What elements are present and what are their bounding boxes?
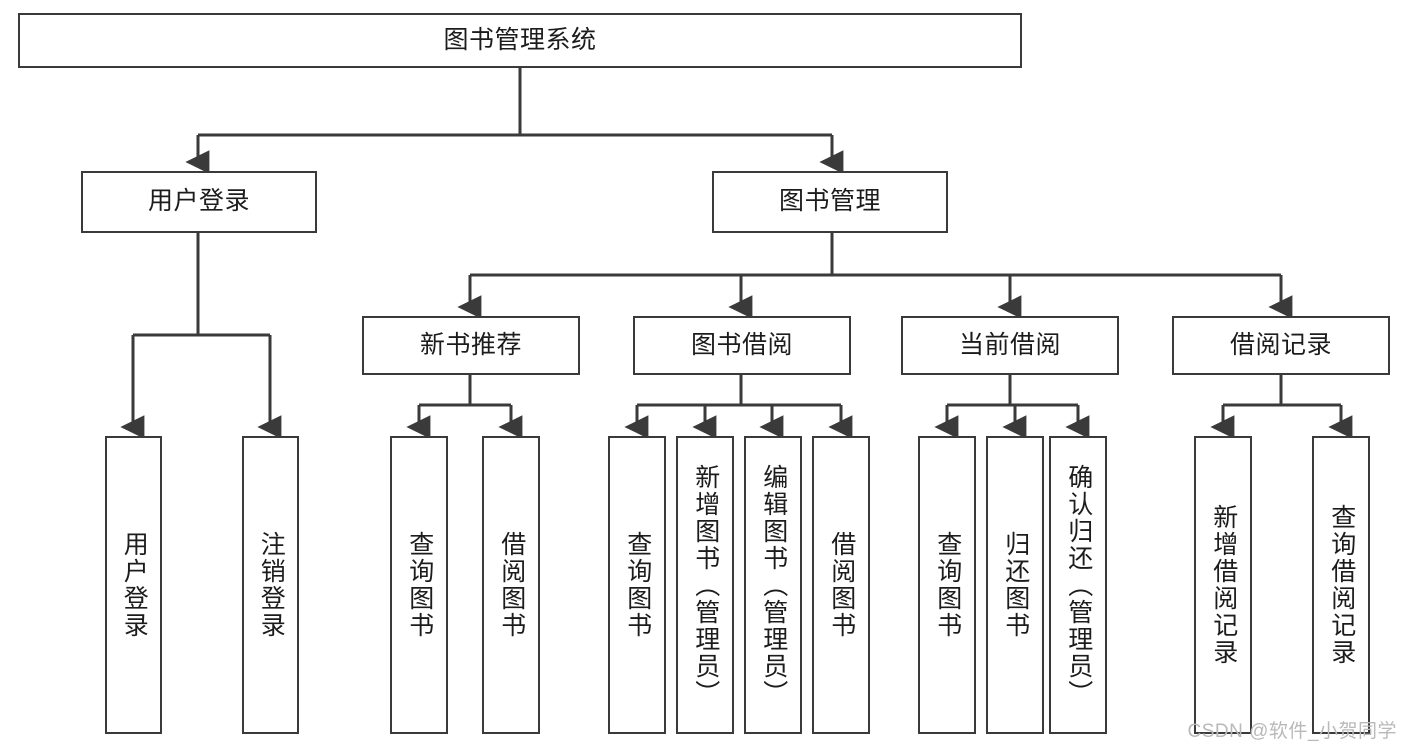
node-label: 借阅记录 — [1229, 330, 1332, 359]
leaf-new-book-borrow-book[interactable]: 借阅图书 — [482, 436, 540, 734]
node-label: 用户登录 — [147, 187, 250, 216]
leaf-book-borrow-add-book-admin[interactable]: 新增图书（管理员） — [676, 436, 734, 734]
csdn-watermark: CSDN @软件_小贺同学 — [1187, 721, 1397, 742]
node-label: 借阅图书 — [497, 531, 526, 639]
leaf-user-login-login[interactable]: 用户登录 — [105, 436, 162, 734]
node-new-book-recommend[interactable]: 新书推荐 — [362, 316, 580, 375]
leaf-current-borrow-confirm-return-admin[interactable]: 确认归还（管理员） — [1049, 436, 1107, 734]
node-label: 新书推荐 — [419, 330, 522, 359]
node-label: 图书借阅 — [690, 330, 793, 359]
node-current-borrow[interactable]: 当前借阅 — [901, 316, 1119, 375]
node-label: 当前借阅 — [958, 330, 1061, 359]
node-label: 归还图书 — [1001, 531, 1030, 639]
node-root-book-management-system[interactable]: 图书管理系统 — [18, 13, 1022, 68]
node-borrow-record[interactable]: 借阅记录 — [1172, 316, 1390, 375]
leaf-current-borrow-return-book[interactable]: 归还图书 — [986, 436, 1044, 734]
leaf-borrow-record-query-record[interactable]: 查询借阅记录 — [1312, 436, 1370, 734]
node-label: 编辑图书（管理员） — [759, 463, 788, 707]
leaf-new-book-query-book[interactable]: 查询图书 — [390, 436, 448, 734]
node-label: 图书管理系统 — [443, 25, 597, 54]
node-label: 查询借阅记录 — [1327, 504, 1356, 666]
leaf-book-borrow-borrow-book[interactable]: 借阅图书 — [812, 436, 870, 734]
node-book-borrow[interactable]: 图书借阅 — [633, 316, 851, 375]
leaf-book-borrow-query-book[interactable]: 查询图书 — [608, 436, 666, 734]
node-label: 新增借阅记录 — [1209, 504, 1238, 666]
node-label: 查询图书 — [623, 531, 652, 639]
leaf-user-login-logout[interactable]: 注销登录 — [242, 436, 299, 734]
node-user-login[interactable]: 用户登录 — [81, 171, 317, 233]
node-label: 用户登录 — [120, 531, 149, 639]
leaf-borrow-record-add-record[interactable]: 新增借阅记录 — [1194, 436, 1252, 734]
node-label: 借阅图书 — [827, 531, 856, 639]
node-label: 确认归还（管理员） — [1064, 463, 1093, 707]
node-label: 新增图书（管理员） — [691, 463, 720, 707]
leaf-current-borrow-query-book[interactable]: 查询图书 — [918, 436, 976, 734]
node-label: 注销登录 — [257, 531, 286, 639]
node-label: 查询图书 — [405, 531, 434, 639]
node-label: 图书管理 — [778, 187, 881, 216]
leaf-book-borrow-edit-book-admin[interactable]: 编辑图书（管理员） — [744, 436, 802, 734]
node-book-management[interactable]: 图书管理 — [712, 171, 948, 233]
node-label: 查询图书 — [933, 531, 962, 639]
